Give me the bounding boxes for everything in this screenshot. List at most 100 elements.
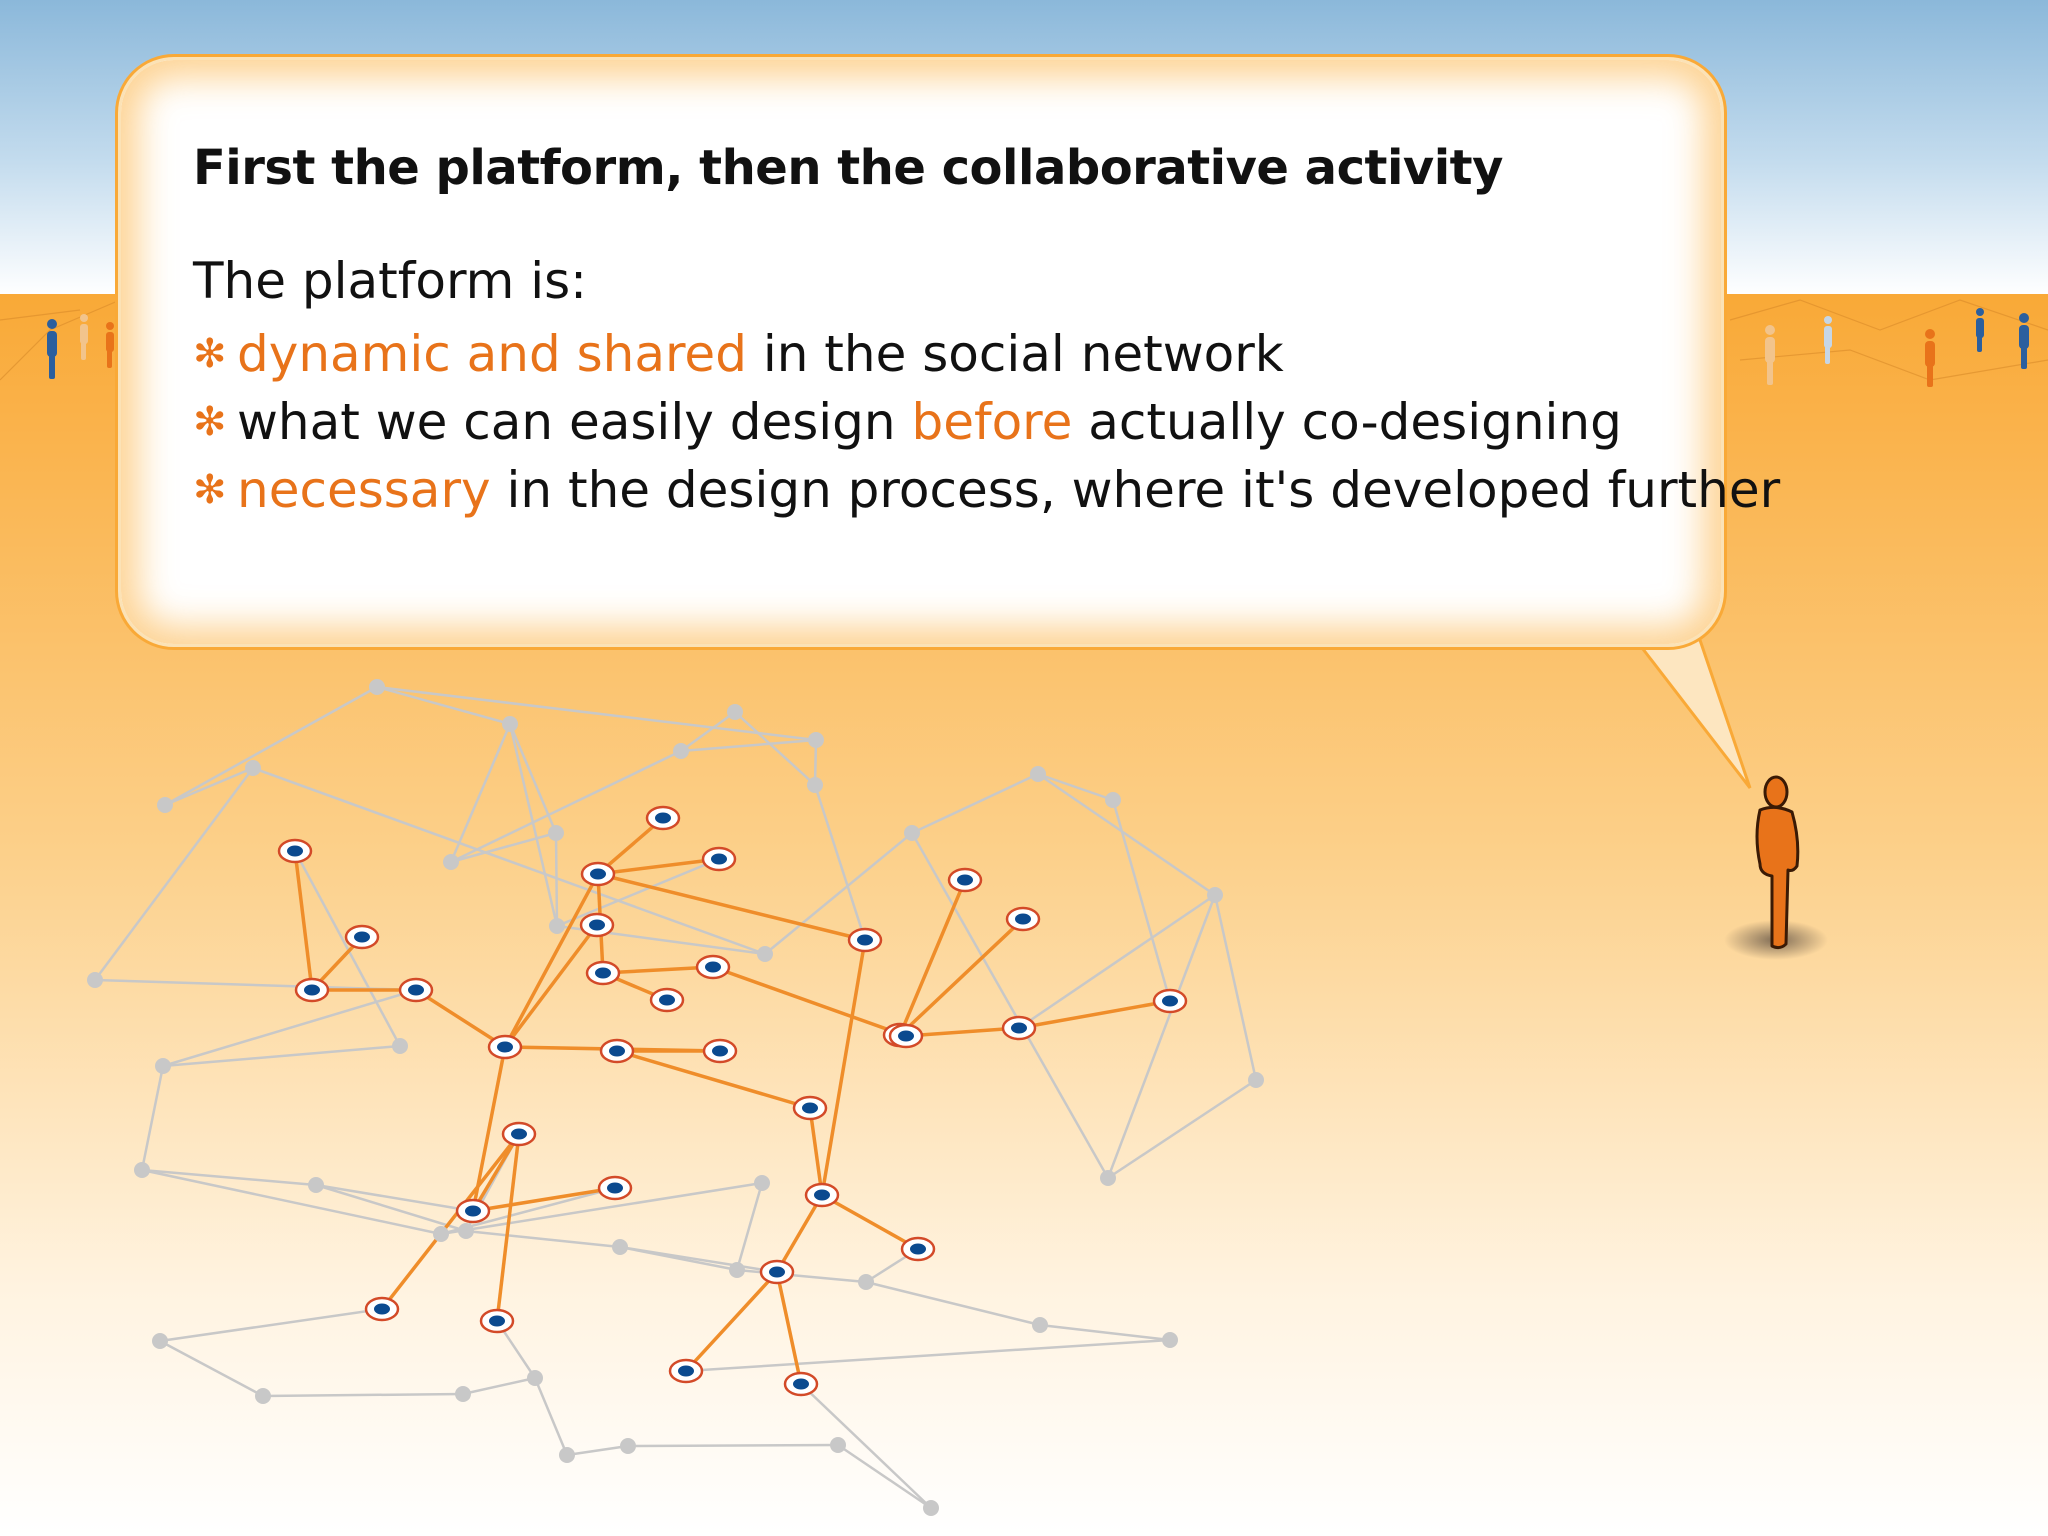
- bubble-content: First the platform, then the collaborati…: [193, 140, 1780, 524]
- orange-link: [597, 872, 866, 942]
- orange-link: [602, 965, 714, 975]
- network-node: [947, 867, 983, 893]
- orange-link: [503, 873, 600, 1048]
- orange-link: [898, 879, 967, 1036]
- grey-node: [548, 825, 564, 841]
- grey-node: [152, 1333, 168, 1349]
- network-node: [580, 861, 616, 887]
- grey-link: [1111, 799, 1172, 1002]
- grey-link: [376, 685, 511, 726]
- grey-link: [262, 1392, 464, 1398]
- grey-node: [502, 716, 518, 732]
- grey-link: [911, 772, 1039, 835]
- grey-node: [1105, 792, 1121, 808]
- grey-link: [465, 1229, 621, 1249]
- grey-link: [1106, 894, 1217, 1179]
- person-icon: [1925, 329, 1935, 387]
- bullet-prefix: what we can easily design: [237, 393, 912, 451]
- orange-link: [471, 1133, 521, 1212]
- grey-link: [376, 685, 817, 742]
- grey-link: [627, 1443, 839, 1448]
- grey-node: [729, 1262, 745, 1278]
- grey-network-links: [93, 685, 1258, 1510]
- network-node: [1005, 906, 1041, 932]
- grey-link: [910, 832, 1110, 1179]
- network-node: [277, 838, 313, 864]
- grey-node: [455, 1386, 471, 1402]
- grey-node: [443, 854, 459, 870]
- grey-link: [800, 1383, 932, 1509]
- grey-link: [508, 723, 559, 927]
- network-node: [888, 1023, 924, 1049]
- grey-node: [808, 732, 824, 748]
- grey-node: [620, 1438, 636, 1454]
- grey-link: [162, 1044, 401, 1068]
- grey-link: [1037, 772, 1114, 802]
- grey-link: [865, 1280, 1041, 1327]
- network-node: [701, 846, 737, 872]
- asterisk-icon: ✻: [193, 399, 227, 445]
- grey-node: [1100, 1170, 1116, 1186]
- grey-node: [1248, 1072, 1264, 1088]
- orange-link: [1018, 999, 1171, 1030]
- orange-link: [775, 1271, 803, 1385]
- grey-node: [527, 1370, 543, 1386]
- orange-link: [808, 1107, 824, 1196]
- grey-node: [134, 1162, 150, 1178]
- orange-link: [503, 923, 599, 1049]
- network-node: [695, 954, 731, 980]
- grey-link: [1018, 893, 1216, 1030]
- bullet-highlight: necessary: [237, 461, 491, 519]
- grey-link: [141, 1168, 317, 1187]
- person-icon: [1976, 308, 1984, 352]
- bullet-item: ✻what we can easily design before actual…: [193, 388, 1681, 456]
- grey-link: [164, 685, 378, 807]
- person-icon: [2019, 313, 2029, 369]
- orange-link: [616, 1049, 811, 1110]
- grey-link: [140, 1065, 165, 1171]
- orange-link: [775, 1194, 824, 1273]
- grey-node: [392, 1038, 408, 1054]
- asterisk-icon: ✻: [193, 467, 227, 513]
- grey-link: [440, 1181, 763, 1236]
- bullet-text: in the design process, where it's develo…: [490, 461, 1781, 519]
- grey-link: [764, 832, 913, 955]
- network-node: [364, 1296, 400, 1322]
- person-icon: [106, 322, 114, 368]
- grey-link: [449, 723, 512, 863]
- grey-node: [433, 1226, 449, 1242]
- grey-link: [1039, 1323, 1171, 1342]
- grey-node: [155, 1058, 171, 1074]
- grey-node: [830, 1437, 846, 1453]
- grey-node: [727, 704, 743, 720]
- grey-node: [923, 1500, 939, 1516]
- grey-link: [162, 988, 417, 1068]
- network-node: [344, 924, 380, 950]
- orange-link: [905, 1026, 1020, 1038]
- person-icon: [47, 319, 57, 379]
- grey-link: [734, 711, 816, 786]
- grey-node: [754, 1175, 770, 1191]
- grey-node: [612, 1239, 628, 1255]
- bullet-highlight: dynamic and shared: [237, 325, 747, 383]
- grey-link: [315, 1183, 474, 1213]
- orange-link: [472, 1186, 616, 1213]
- network-node: [702, 1038, 738, 1064]
- slide-title: First the platform, then the collaborati…: [193, 140, 1503, 196]
- network-node: [597, 1175, 633, 1201]
- grey-link: [141, 1168, 442, 1236]
- network-node: [792, 1095, 828, 1121]
- grey-link: [680, 710, 736, 753]
- orange-link: [898, 917, 1025, 1037]
- network-node: [599, 1038, 635, 1064]
- grey-link: [837, 1443, 932, 1510]
- grey-node: [308, 1177, 324, 1193]
- grey-link: [450, 831, 557, 864]
- grey-link: [813, 784, 867, 941]
- network-node: [501, 1121, 537, 1147]
- orange-link: [597, 857, 720, 876]
- grey-node: [1032, 1317, 1048, 1333]
- orange-link: [684, 1270, 779, 1373]
- network-node: [1152, 988, 1188, 1014]
- network-node: [645, 805, 681, 831]
